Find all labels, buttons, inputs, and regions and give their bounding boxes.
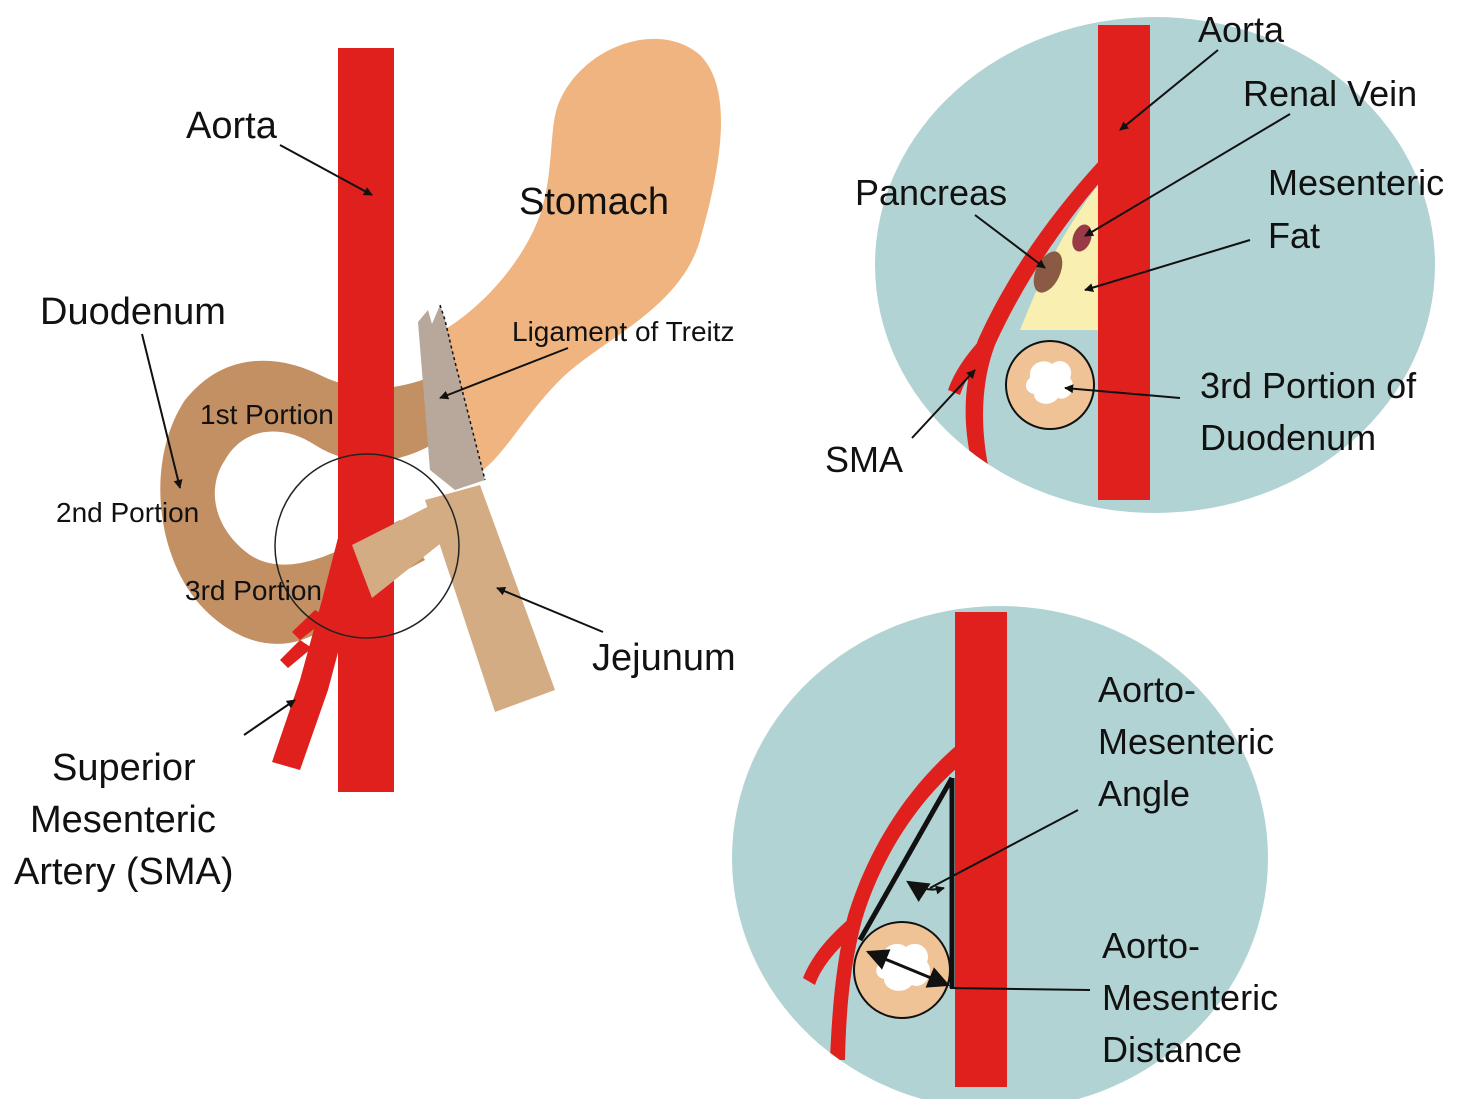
arrow-icon	[142, 334, 180, 488]
label-angle-line3: Angle	[1098, 773, 1190, 814]
aorta-vessel	[955, 612, 1007, 1087]
label-sma-line1: Superior	[52, 747, 196, 789]
label-renal-vein: Renal Vein	[1243, 73, 1417, 114]
label-sma-line2: Mesenteric	[30, 799, 216, 841]
label-stomach: Stomach	[519, 181, 669, 223]
label-aorta: Aorta	[186, 105, 278, 147]
label-third-portion-line1: 3rd Portion of	[1200, 365, 1417, 406]
stomach	[425, 39, 721, 478]
label-aorta: Aorta	[1198, 9, 1285, 50]
cross-section-diagram: Aorta Renal Vein Mesenteric Fat Pancreas…	[825, 9, 1444, 513]
main-diagram: Aorta Stomach Duodenum Ligament of Treit…	[14, 39, 736, 893]
label-sma: SMA	[825, 439, 903, 480]
label-mesenteric-fat-line2: Fat	[1268, 215, 1320, 256]
label-distance-line1: Aorto-	[1102, 925, 1200, 966]
aorta-vessel	[1098, 25, 1150, 500]
label-third-portion: 3rd Portion	[185, 575, 322, 606]
label-mesenteric-fat-line1: Mesenteric	[1268, 162, 1444, 203]
label-duodenum: Duodenum	[40, 291, 226, 333]
label-second-portion: 2nd Portion	[56, 497, 199, 528]
label-angle-line1: Aorto-	[1098, 669, 1196, 710]
measurement-diagram: Aorto- Mesenteric Angle Aorto- Mesenteri…	[732, 606, 1278, 1099]
label-first-portion: 1st Portion	[200, 399, 334, 430]
label-jejunum: Jejunum	[592, 637, 736, 679]
label-third-portion-line2: Duodenum	[1200, 417, 1376, 458]
label-angle-line2: Mesenteric	[1098, 721, 1274, 762]
label-distance-line3: Distance	[1102, 1029, 1242, 1070]
aorta-vessel	[338, 48, 394, 792]
label-sma-line3: Artery (SMA)	[14, 851, 234, 893]
label-distance-line2: Mesenteric	[1102, 977, 1278, 1018]
label-pancreas: Pancreas	[855, 172, 1007, 213]
label-ligament-of-treitz: Ligament of Treitz	[512, 316, 735, 347]
